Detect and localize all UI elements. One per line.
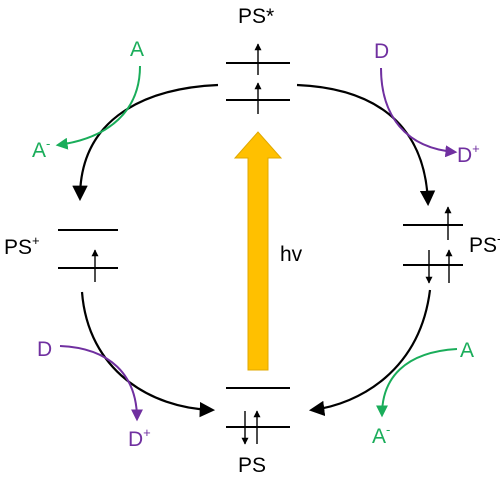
- cycle-arrow-psminus-to-ps: [308, 289, 432, 417]
- ps-star-label: PS*: [238, 5, 274, 28]
- donor-label-bottom-left: D: [37, 338, 52, 361]
- donor-label-top-right: D: [374, 40, 389, 63]
- cycle-arrow-psstar-to-psplus: [72, 83, 219, 202]
- cycle-arrows: [72, 83, 436, 418]
- donor-arrow-bottom-left: [59, 345, 143, 422]
- ps-plus-levels: [58, 229, 118, 282]
- ps-plus-label: PS+: [4, 233, 40, 259]
- acceptor-label-top-left: A: [130, 38, 144, 61]
- excitation-arrow: [233, 131, 283, 371]
- ps-ground-levels: [226, 387, 290, 445]
- ps-label: PS: [238, 454, 266, 477]
- cycle-arrow-psplus-to-ps: [80, 291, 216, 418]
- ps-star-levels: [226, 43, 290, 114]
- acceptor-label-bottom-right: A: [460, 339, 474, 362]
- acceptor-arrow-top-left: [55, 65, 141, 150]
- ps-minus-levels: [403, 206, 463, 284]
- acceptor-arrow-bottom-right: [376, 348, 458, 418]
- acceptor-reduced-label-bottom-right: A-: [372, 422, 390, 448]
- donor-oxidized-label-top-right: D+: [457, 141, 480, 167]
- donor-oxidized-label-bottom-left: D+: [128, 425, 151, 451]
- cycle-arrow-psstar-to-psminus: [296, 83, 436, 207]
- ps-minus-label: PS-: [469, 231, 500, 257]
- donor-arrow-top-right: [380, 67, 458, 158]
- hv-label: hv: [280, 243, 303, 266]
- acceptor-reduced-label-top-left: A-: [32, 136, 50, 162]
